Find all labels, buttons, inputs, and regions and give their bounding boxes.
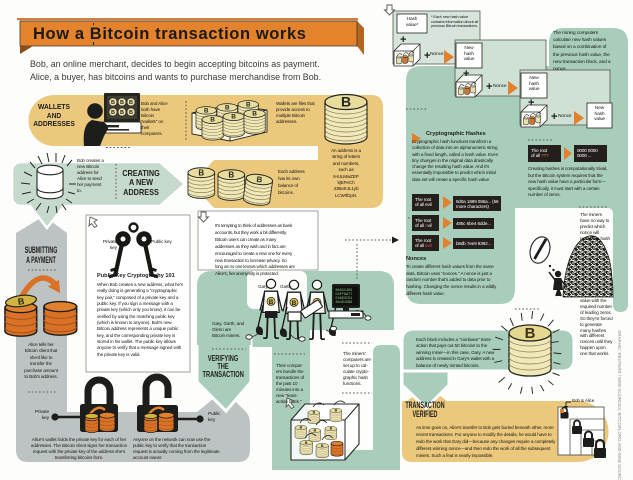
svg-text:+: +: [424, 50, 430, 62]
svg-text:B: B: [120, 100, 124, 106]
svg-text:8A4D45B8: 8A4D45B8: [336, 301, 353, 305]
svg-text:B: B: [120, 110, 124, 116]
svg-text:B: B: [341, 94, 351, 110]
svg-text:B: B: [17, 296, 25, 307]
svg-text:B: B: [111, 110, 115, 116]
svg-text:+: +: [486, 81, 492, 93]
svg-text:+: +: [400, 34, 406, 46]
svg-text:+: +: [463, 68, 469, 80]
svg-text:D49D3CD4: D49D3CD4: [336, 297, 353, 301]
svg-text:+: +: [528, 97, 534, 109]
svg-text:D4FF6A77: D4FF6A77: [336, 293, 353, 297]
svg-text:BA03C4D9: BA03C4D9: [336, 289, 353, 293]
svg-text:B: B: [111, 100, 115, 106]
svg-text:B: B: [525, 325, 536, 342]
svg-text:B: B: [129, 100, 133, 106]
svg-text:+: +: [551, 111, 557, 123]
svg-text:B: B: [129, 110, 133, 116]
